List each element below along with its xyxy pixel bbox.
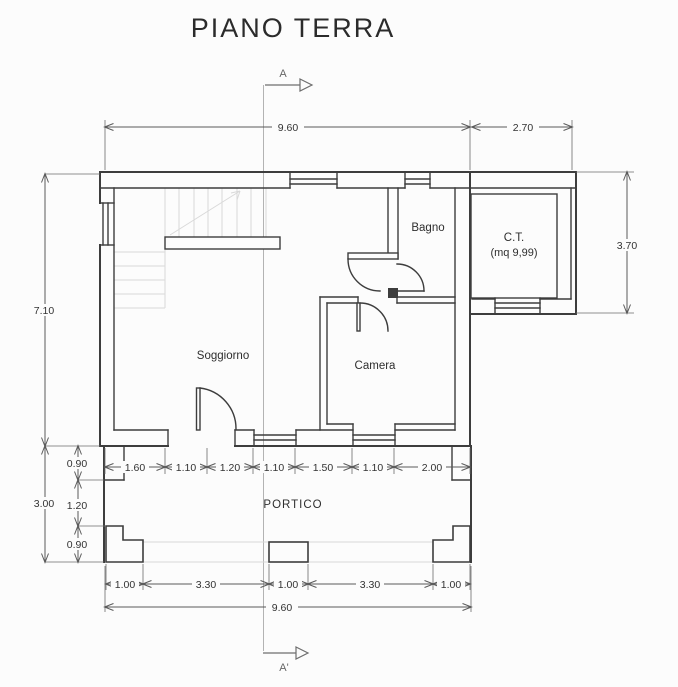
window-bottom-soggiorno xyxy=(253,429,297,447)
dim-row-portico-bays: 1.00 3.30 1.00 3.30 1.00 xyxy=(104,578,472,591)
dim-portico-middle: 1.20 xyxy=(67,500,88,512)
dim-wing-height: 3.70 xyxy=(617,240,638,252)
dim-seg-3: 1.10 xyxy=(264,462,285,474)
dim-portico-height: 3.00 xyxy=(34,498,55,510)
bagno-door xyxy=(347,258,425,292)
portico-pillar-left xyxy=(105,525,144,563)
camera-door xyxy=(356,302,389,332)
staircase xyxy=(114,188,281,309)
section-line: A A' xyxy=(263,68,314,674)
dim-seg-6: 2.00 xyxy=(422,462,443,474)
room-label-soggiorno: Soggiorno xyxy=(197,350,249,362)
dim-portico-total: 9.60 xyxy=(272,602,293,614)
section-arrow-top-icon xyxy=(299,78,314,92)
dim-bay-3: 3.30 xyxy=(360,579,381,591)
window-left xyxy=(99,202,115,246)
dim-bay-2: 1.00 xyxy=(278,579,299,591)
portico-pillar-right xyxy=(432,525,471,563)
dim-seg-5: 1.10 xyxy=(363,462,384,474)
section-label-bottom: A' xyxy=(279,662,288,674)
room-labels: Soggiorno Camera Bagno C.T. (mq 9,99) PO… xyxy=(197,222,538,511)
camera-walls xyxy=(319,296,456,431)
section-arrow-bottom-icon xyxy=(295,646,310,660)
dim-left-height: 7.10 xyxy=(34,305,55,317)
dimension-lines: 9.60 2.70 7.10 3.00 0.90 1.20 0.90 3.70 xyxy=(29,120,643,614)
room-label-camera: Camera xyxy=(355,360,397,372)
room-label-ct: C.T. xyxy=(504,232,524,244)
dim-seg-1: 1.10 xyxy=(176,462,197,474)
wing-walls xyxy=(469,171,577,315)
bagno-walls xyxy=(347,187,399,298)
stair-landing-wall xyxy=(164,236,281,250)
window-top-left xyxy=(289,171,338,189)
portico-structure xyxy=(103,445,472,563)
dim-seg-4: 1.50 xyxy=(313,462,334,474)
dim-row-wall-segments: 1.60 1.10 1.20 1.10 1.50 1.10 2.00 xyxy=(103,461,472,474)
room-label-portico: PORTICO xyxy=(263,499,322,511)
dim-bay-4: 1.00 xyxy=(441,579,462,591)
dim-bay-1: 3.30 xyxy=(196,579,217,591)
dim-bay-0: 1.00 xyxy=(115,579,136,591)
exterior-walls xyxy=(99,171,577,447)
dim-seg-2: 1.20 xyxy=(220,462,241,474)
dim-seg-0: 1.60 xyxy=(125,462,146,474)
window-top-right xyxy=(404,171,431,189)
dim-wing-width: 2.70 xyxy=(513,122,534,134)
dim-portico-upper: 0.90 xyxy=(67,458,88,470)
ct-door xyxy=(494,297,541,315)
ct-room-walls xyxy=(470,193,558,299)
page-title: PIANO TERRA xyxy=(191,13,396,43)
portico-pillar-middle xyxy=(268,541,309,563)
room-label-bagno: Bagno xyxy=(411,222,444,234)
section-label-top: A xyxy=(279,68,287,80)
entrance-door xyxy=(195,387,237,431)
dim-top-width: 9.60 xyxy=(278,122,299,134)
dim-portico-lower: 0.90 xyxy=(67,539,88,551)
window-bottom-camera xyxy=(352,423,396,447)
room-label-ct-area: (mq 9,99) xyxy=(490,247,537,259)
